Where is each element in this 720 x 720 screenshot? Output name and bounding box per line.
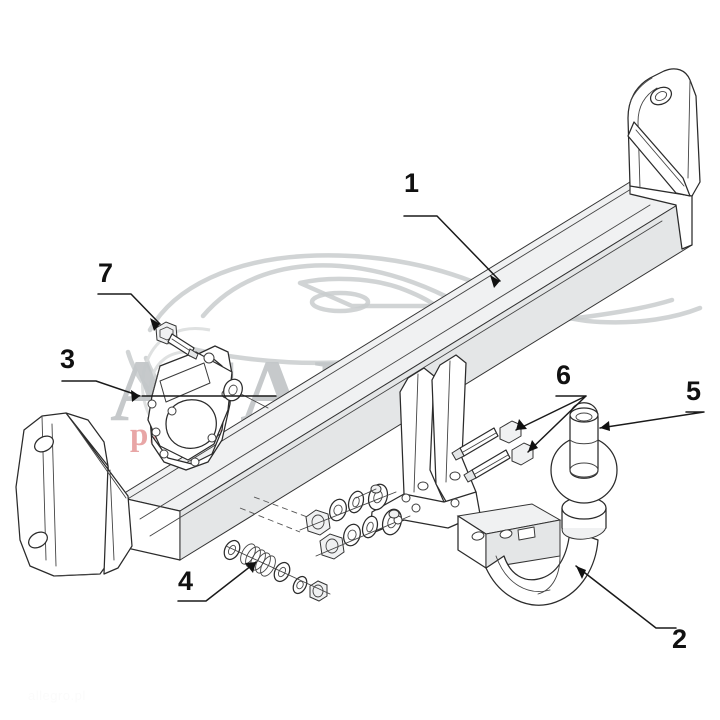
ball-mount-receiver-plates (369, 354, 481, 535)
towball-protective-cap (569, 402, 599, 479)
corner-watermark: allegro.pl (28, 688, 86, 703)
hex-nut (319, 533, 345, 560)
callout-number-5[interactable]: 5 (686, 376, 701, 406)
flat-washer (361, 515, 379, 539)
left-mounting-bracket (15, 412, 133, 577)
callout-number-6[interactable]: 6 (556, 360, 571, 390)
callout-leaders (61, 215, 705, 629)
callout-number-7[interactable]: 7 (98, 258, 113, 288)
callout-number-2[interactable]: 2 (672, 624, 687, 654)
callout-number-3[interactable]: 3 (60, 344, 75, 374)
spring-washer (329, 498, 347, 522)
spring-washer-assembly (223, 539, 331, 602)
long-bolt-lower (463, 442, 534, 483)
towball-arm (456, 423, 618, 606)
side-mounting-plate (147, 345, 233, 471)
callout-number-1[interactable]: 1 (404, 168, 419, 198)
long-bolt-upper (451, 420, 522, 461)
right-mounting-bracket (627, 68, 701, 197)
callout-number-4[interactable]: 4 (178, 566, 193, 596)
hex-bolt-7 (155, 321, 199, 360)
small-bolt-heads (355, 484, 400, 519)
